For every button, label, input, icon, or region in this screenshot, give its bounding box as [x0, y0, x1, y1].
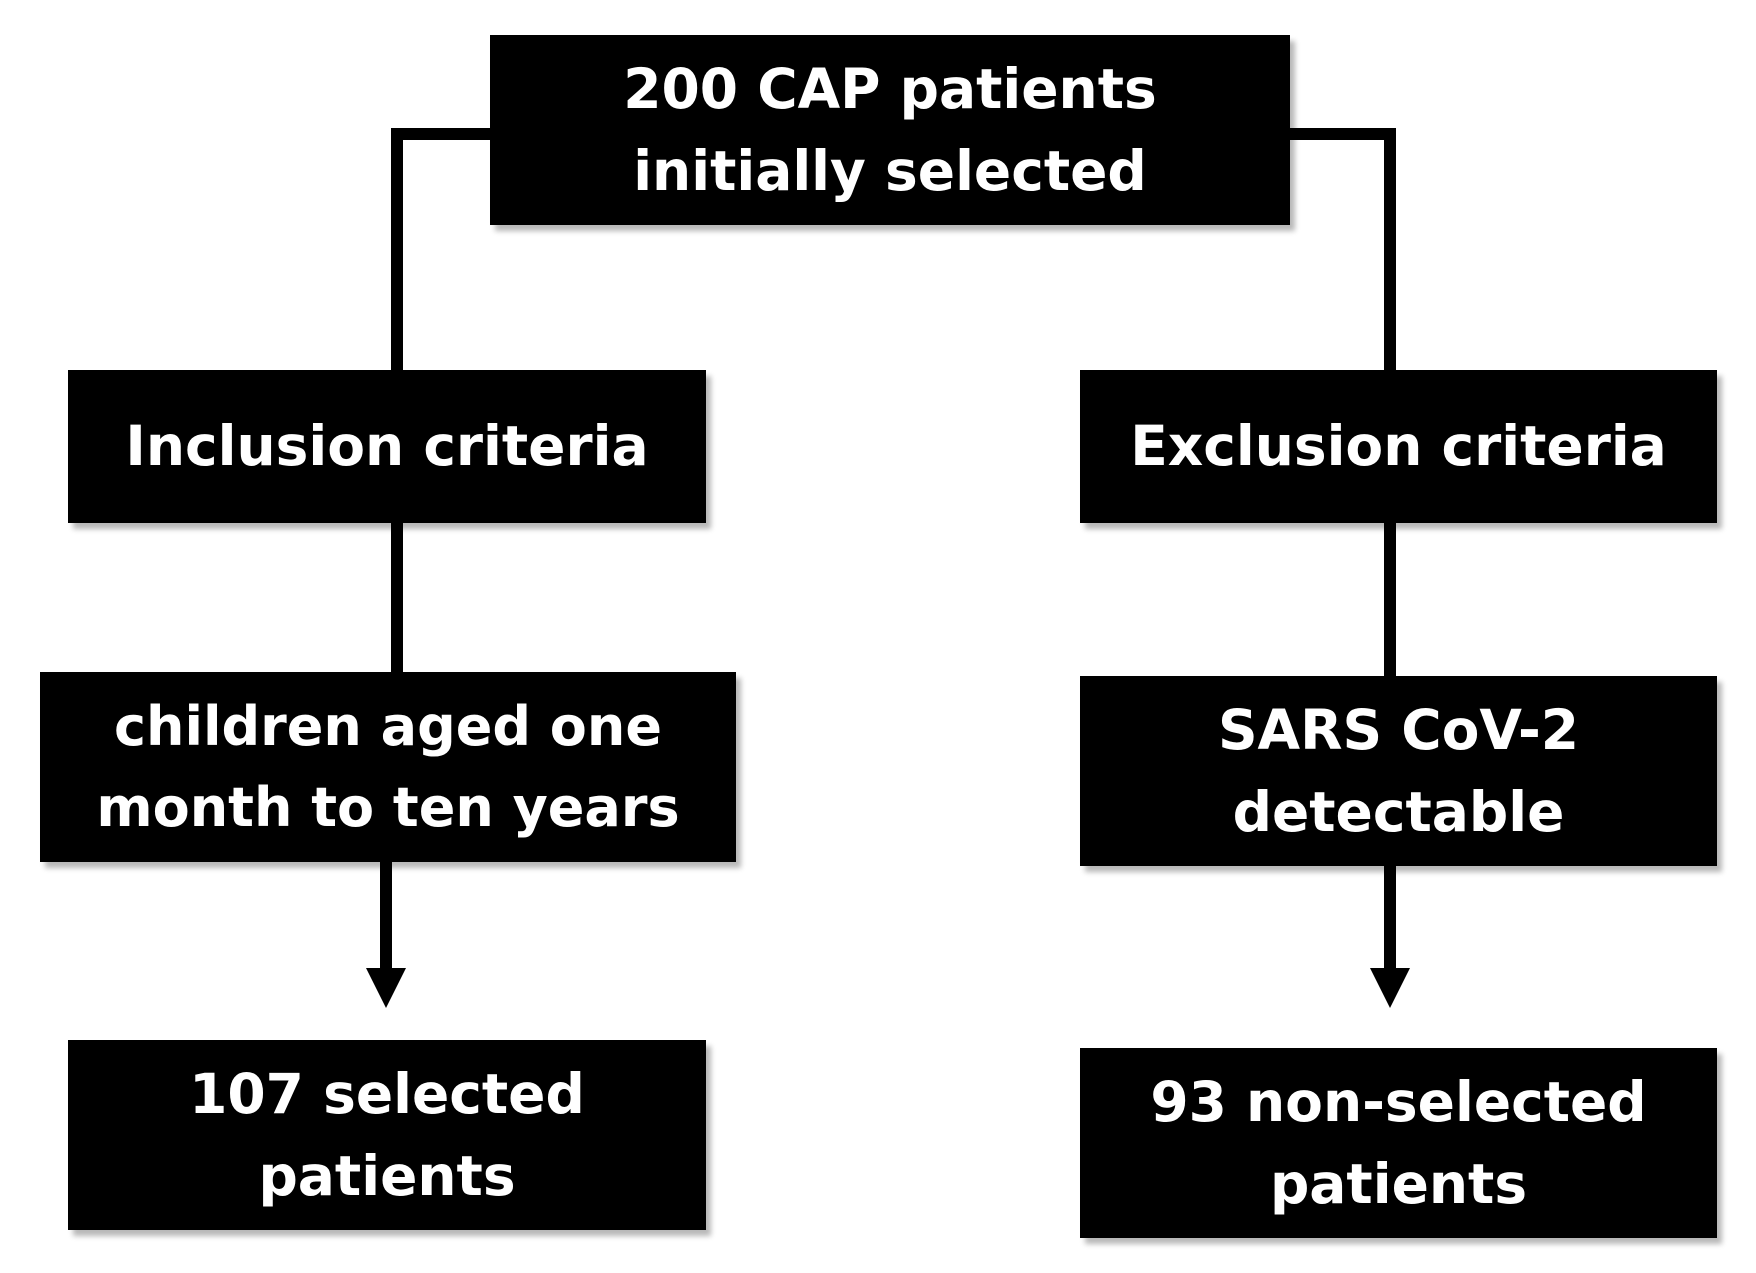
non-selected-patients-box: 93 non-selected patients: [1080, 1048, 1717, 1238]
start-node-label: 200 CAP patients initially selected: [623, 56, 1157, 204]
connector-start-to-inclusion: [391, 128, 490, 370]
inclusion-criteria-box: Inclusion criteria: [68, 370, 706, 523]
arrowhead-to-selected: [366, 968, 406, 1008]
selected-patients-label: 107 selected patients: [189, 1061, 585, 1209]
inclusion-detail-box: children aged one month to ten years: [40, 672, 736, 862]
start-node-box: 200 CAP patients initially selected: [490, 35, 1290, 225]
connector-start-to-exclusion: [1290, 128, 1396, 370]
selected-patients-box: 107 selected patients: [68, 1040, 706, 1230]
inclusion-criteria-label: Inclusion criteria: [125, 414, 649, 479]
non-selected-patients-label: 93 non-selected patients: [1150, 1069, 1647, 1217]
exclusion-detail-label: SARS CoV-2 detectable: [1217, 697, 1580, 845]
arrowhead-to-non-selected: [1370, 968, 1410, 1008]
exclusion-detail-box: SARS CoV-2 detectable: [1080, 676, 1717, 866]
exclusion-criteria-label: Exclusion criteria: [1130, 414, 1667, 479]
exclusion-criteria-box: Exclusion criteria: [1080, 370, 1717, 523]
inclusion-detail-label: children aged one month to ten years: [96, 695, 680, 839]
